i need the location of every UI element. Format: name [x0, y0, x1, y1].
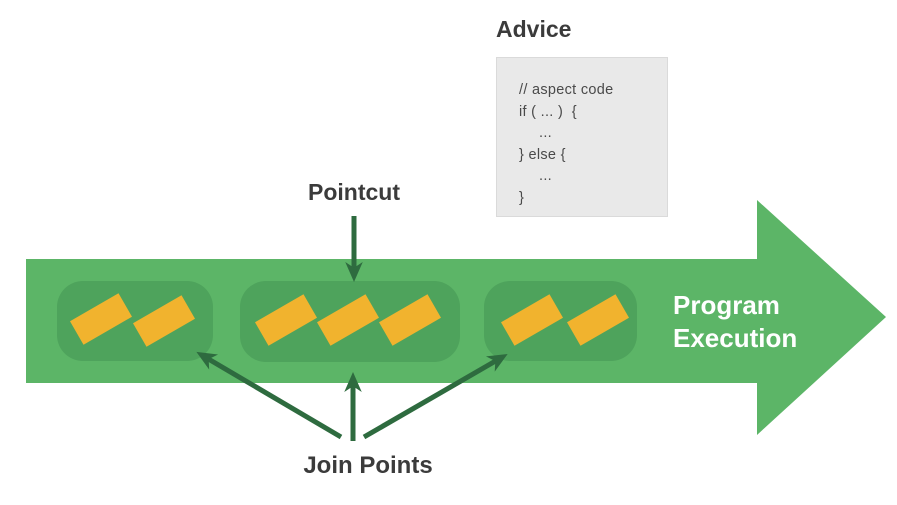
join-point-shape: [70, 293, 132, 345]
join-points-connector-left: [196, 351, 343, 440]
join-point-shape: [379, 294, 441, 346]
join-point-shape: [255, 294, 317, 346]
code-line: ...: [539, 168, 552, 184]
advice-label: Advice: [496, 16, 572, 42]
join-point-shape: [567, 294, 629, 346]
join-points-connector-right: [362, 353, 508, 440]
code-line: // aspect code: [519, 82, 614, 98]
code-line: ...: [539, 125, 552, 141]
code-line: if ( ... ) {: [519, 103, 577, 120]
code-line: } else {: [519, 146, 566, 163]
code-line: }: [519, 189, 525, 206]
program-execution-line2: Execution: [673, 323, 798, 353]
join-point-shape: [133, 295, 195, 347]
join-point-shape: [501, 294, 563, 346]
pointcut-label: Pointcut: [308, 179, 400, 205]
advice-code-box: // aspect code if ( ... ) { ... } else {…: [496, 57, 668, 217]
join-points-label: Join Points: [303, 452, 433, 479]
program-execution-label: Program Execution: [673, 289, 797, 355]
join-point-shape: [317, 294, 379, 346]
program-execution-line1: Program: [673, 290, 780, 320]
